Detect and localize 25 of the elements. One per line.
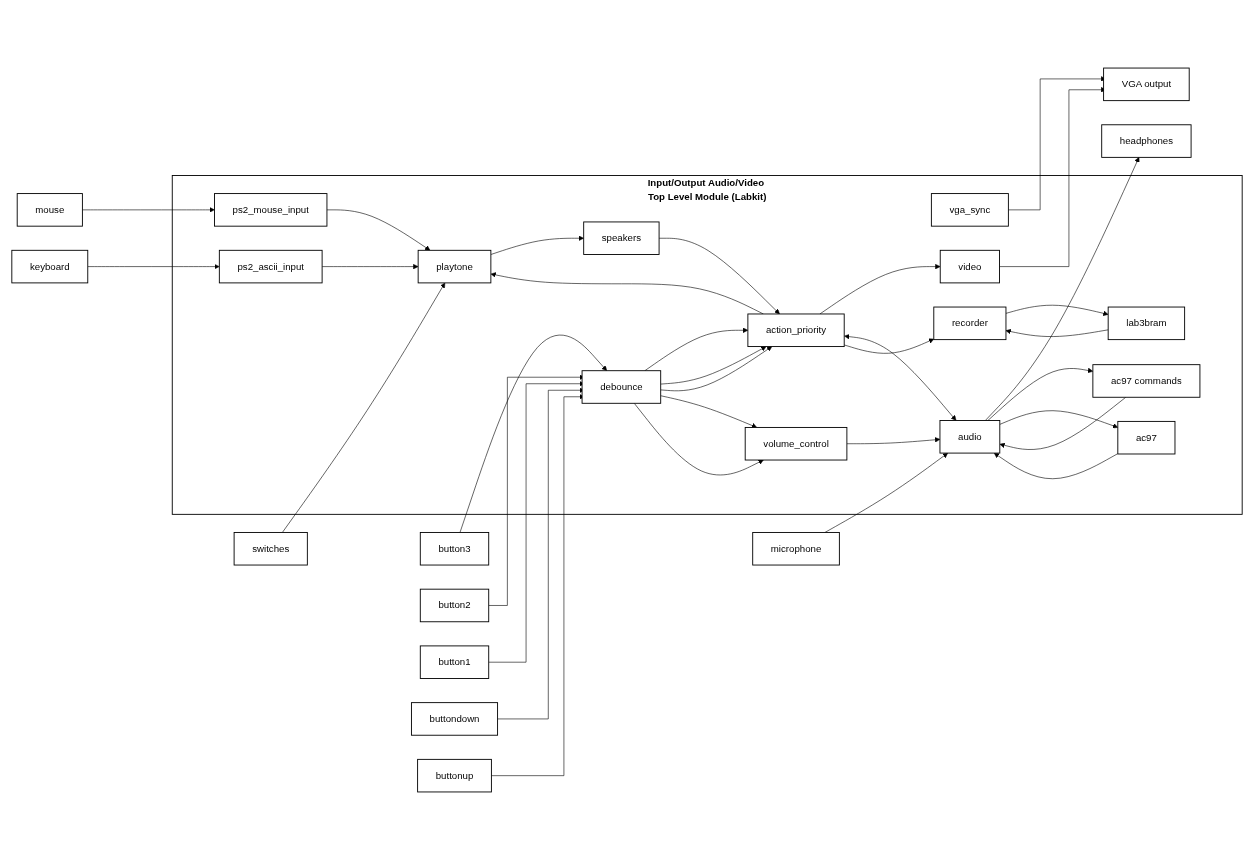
node-box: lab3bram — [1107, 306, 1186, 341]
node-box: vga_sync — [930, 193, 1009, 227]
node-box: microphone — [752, 532, 840, 566]
node-box: mouse — [16, 193, 83, 227]
node-box: ac97 — [1117, 420, 1176, 455]
node-box: debounce — [581, 370, 662, 404]
node-box: ps2_mouse_input — [214, 193, 328, 227]
node-box: switches — [233, 532, 308, 566]
node-box: buttondown — [410, 702, 499, 736]
node-box: recorder — [933, 306, 1007, 341]
node-box: VGA output — [1103, 67, 1190, 102]
node-box: action_priority — [747, 313, 845, 348]
node-box: buttonup — [417, 758, 492, 793]
node-box: volume_control — [744, 427, 848, 461]
node-box: speakers — [583, 221, 660, 255]
node-box: button3 — [419, 532, 490, 566]
node-box: audio — [939, 420, 1001, 454]
node-box: ps2_ascii_input — [218, 249, 323, 284]
node-box: headphones — [1101, 124, 1192, 158]
node-box: playtone — [417, 249, 492, 284]
node-box: button2 — [419, 588, 490, 623]
node-box: ac97 commands — [1092, 364, 1201, 398]
node-box: video — [939, 249, 1000, 284]
node-box: keyboard — [11, 249, 89, 284]
node-box: button1 — [419, 645, 490, 679]
